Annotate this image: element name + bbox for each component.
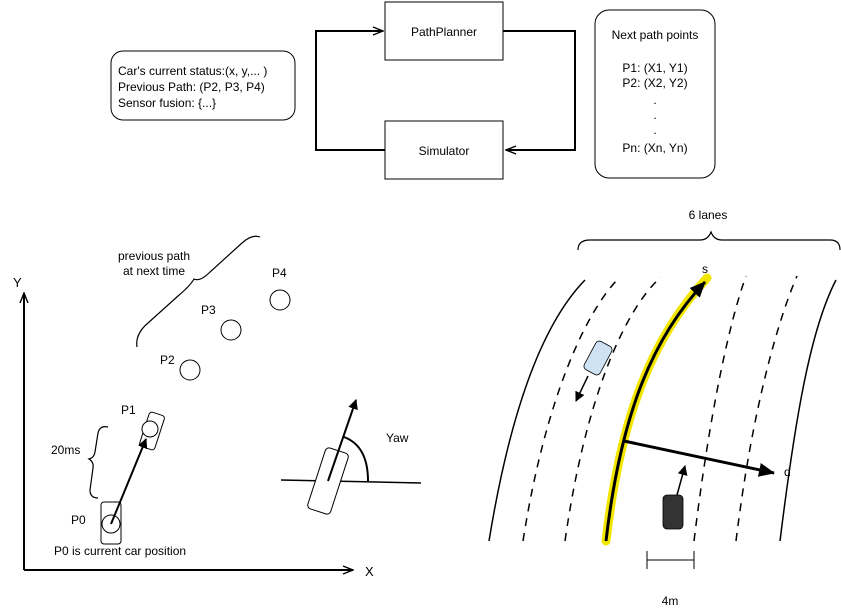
yaw-label: Yaw [386,431,409,445]
y-axis-label: Y [13,275,22,290]
yaw-arc [343,436,369,482]
lanes-brace [577,230,841,251]
path-planner-box: PathPlanner [384,1,504,61]
ellipsis-dot-3: . [653,123,656,137]
interval-annotation: 20ms [51,426,109,499]
status-line-2: Previous Path: (P2, P3, P4) [118,80,265,94]
previous-path-annotation: previous path at next time [118,235,261,348]
simulator-label: Simulator [419,144,470,158]
p3-label: P3 [201,303,216,317]
lanes-label: 6 lanes [689,208,728,222]
lane-width-label: 4m [662,594,679,608]
point-p2 [179,359,201,381]
lane-dividers [522,275,798,542]
xy-axes: Y X [13,275,374,579]
point-p3 [220,319,242,341]
path-planner-label: PathPlanner [411,25,477,39]
p1-label: P1 [121,403,136,417]
s-axis: s [601,262,712,546]
previous-path-label-1: previous path [118,249,190,263]
p0-caption: P0 is current car position [54,544,186,558]
ellipsis-dot-1: . [653,93,656,107]
next-points-box: Next path points P1: (X1, Y1) P2: (X2, Y… [594,9,716,179]
next-points-title: Next path points [612,28,699,42]
lane-width-annotation: 4m [646,551,695,608]
point-p4 [269,289,291,311]
path-points: P4 P3 P2 P1 P0 [71,266,291,527]
next-point-p1: P1: (X1, Y1) [622,61,687,75]
yaw-diagram: Yaw [280,399,422,515]
p0-label: P0 [71,513,86,527]
blue-car [575,340,613,402]
p4-label: P4 [272,266,287,280]
interval-brace [87,426,109,499]
x-axis-label: X [365,564,374,579]
d-axis-label: d [784,465,791,479]
simulator-to-planner-arrow [315,31,385,151]
simulator-box: Simulator [384,120,504,180]
status-line-1: Car's current status:(x, y,... ) [118,64,267,78]
dark-car [662,465,688,530]
next-point-pn: Pn: (Xn, Yn) [622,141,687,155]
interval-label: 20ms [51,443,80,457]
next-point-p2: P2: (X2, Y2) [622,76,687,90]
status-box: Car's current status:(x, y,... ) Previou… [110,50,296,121]
lanes-annotation: 6 lanes [577,208,841,251]
s-axis-highlight [601,273,712,546]
previous-path-brace [136,235,261,348]
heading-arrow [327,399,358,482]
road-edges [488,279,837,542]
s-axis-line [604,280,707,542]
previous-path-label-2: at next time [123,264,185,278]
ellipsis-dot-2: . [653,108,656,122]
status-line-3: Sensor fusion: {...} [118,96,216,110]
planner-to-simulator-arrow [503,30,576,150]
p0-to-p1-arrow [110,438,148,525]
d-axis: d [623,439,791,479]
p2-label: P2 [160,353,175,367]
s-axis-label: s [702,262,708,276]
